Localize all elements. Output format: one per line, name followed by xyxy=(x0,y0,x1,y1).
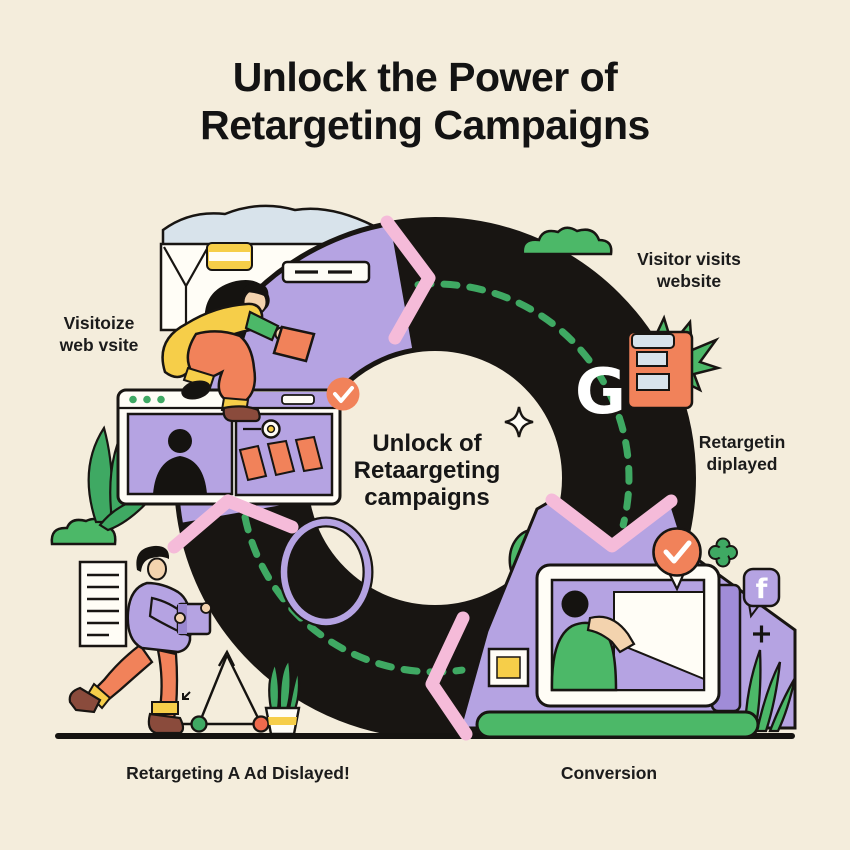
small-arrow-icon xyxy=(182,691,191,700)
g-logo-icon: G xyxy=(575,355,626,428)
laptop-base xyxy=(475,710,760,739)
window-dots-icon xyxy=(129,395,165,404)
search-bar xyxy=(281,260,371,284)
chevron-left xyxy=(167,494,299,554)
photo-person xyxy=(550,590,636,692)
flow-dashes xyxy=(238,280,633,676)
yellow-tile xyxy=(487,647,530,688)
chevron-right xyxy=(545,493,678,553)
held-box xyxy=(272,325,316,363)
title-line-1: Unlock the Power of xyxy=(232,54,618,100)
browser-window xyxy=(116,388,342,506)
page-title: Unlock the Power of Retargeting Campaign… xyxy=(0,54,850,150)
title-line-2: Retargeting Campaigns xyxy=(200,101,650,148)
ad-folder-illustration xyxy=(626,314,723,410)
chevron-top xyxy=(380,215,436,345)
document-list xyxy=(78,560,128,648)
ad-stripes xyxy=(238,435,324,482)
sparkle-icon xyxy=(504,406,534,438)
plus-icon xyxy=(753,625,770,643)
person-walking xyxy=(68,545,212,735)
success-check-icon xyxy=(652,527,702,592)
loop-detail xyxy=(278,516,374,628)
grass xyxy=(743,649,797,733)
person-climbing xyxy=(161,280,316,423)
potted-plant xyxy=(264,657,301,736)
svg-text:f: f xyxy=(756,574,768,605)
chevron-bottom xyxy=(425,611,473,741)
clover-icon xyxy=(708,537,738,568)
laptop-scene: f xyxy=(425,493,797,741)
cycle-center-label: Unlock of Retaargeting campaigns xyxy=(353,430,501,512)
visitor-silhouette xyxy=(153,429,207,494)
cloud-band xyxy=(161,204,376,248)
bush-top-right xyxy=(521,226,613,256)
check-badge-icon xyxy=(326,377,360,411)
envelope-fold xyxy=(163,246,209,329)
facebook-icon: f xyxy=(742,567,781,619)
